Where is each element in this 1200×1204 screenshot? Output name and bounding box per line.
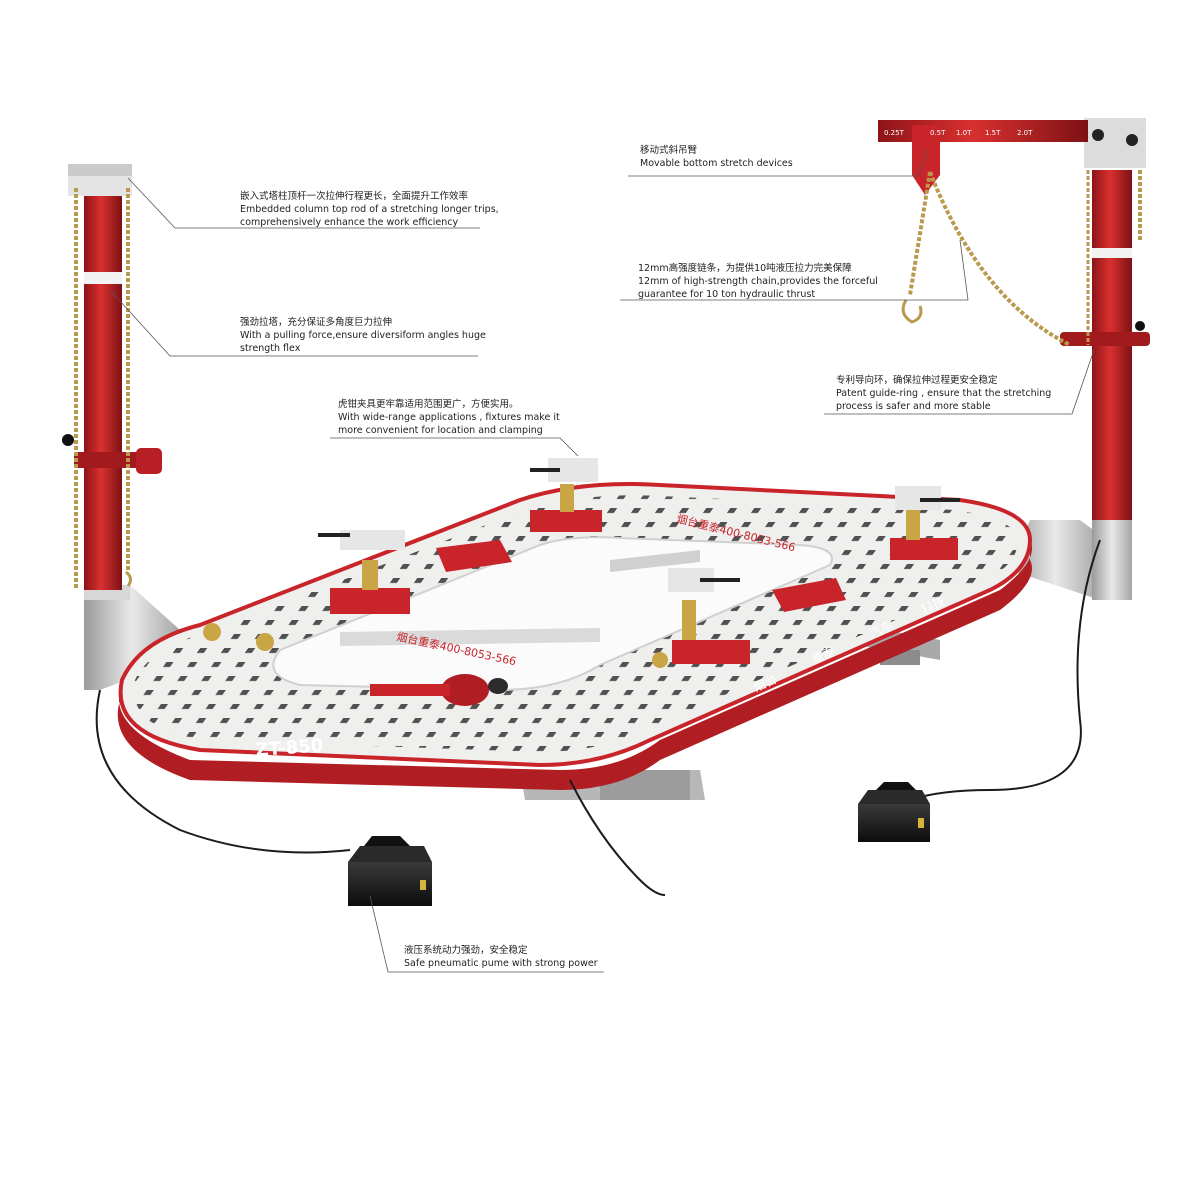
callout-chain: 12mm高强度链条，为提供10吨液压拉力完美保障 12mm of high-st… <box>638 262 878 301</box>
callout-chain-en: 12mm of high-strength chain,provides the… <box>638 276 878 300</box>
callout-movable-arm: 移动式斜吊臂 Movable bottom stretch devices <box>640 144 840 170</box>
callout-column-top-en: Embedded column top rod of a stretching … <box>240 204 499 228</box>
arm-scale-4: 1.5T <box>985 129 1001 137</box>
right-pulling-tower <box>878 118 1150 600</box>
callout-pump: 液压系统动力强劲，安全稳定 Safe pneumatic pume with s… <box>404 944 624 970</box>
callout-fixtures-en: With wide-range applications , fixtures … <box>338 412 560 436</box>
callout-column-top-cn: 嵌入式塔柱顶杆一次拉伸行程更长，全面提升工作效率 <box>240 191 469 202</box>
arm-scale-1: 0.25T <box>884 129 905 137</box>
callout-guide-ring: 专利导向环，确保拉伸过程更安全稳定 Patent guide-ring , en… <box>836 374 1076 413</box>
arm-scale-5: 2.0T <box>1017 129 1033 137</box>
callout-pulling-tower-cn: 强劲拉塔，充分保证多角度巨力拉伸 <box>240 317 393 328</box>
leader-lines <box>109 149 1095 973</box>
model-label: ZT-850 <box>255 735 324 761</box>
callout-pump-en: Safe pneumatic pume with strong power <box>404 958 598 969</box>
pump-left <box>348 836 432 906</box>
callout-pump-cn: 液压系统动力强劲，安全稳定 <box>404 945 528 956</box>
callout-chain-cn: 12mm高强度链条，为提供10吨液压拉力完美保障 <box>638 263 852 274</box>
callout-fixtures: 虎钳夹具更牢靠适用范围更广，方便实用。 With wide-range appl… <box>338 398 568 437</box>
callout-guide-ring-en: Patent guide-ring , ensure that the stre… <box>836 388 1052 412</box>
callout-movable-arm-cn: 移动式斜吊臂 <box>640 145 698 156</box>
arm-scale-2: 0.5T <box>930 129 946 137</box>
callout-pulling-tower: 强劲拉塔，充分保证多角度巨力拉伸 With a pulling force,en… <box>240 316 490 355</box>
callout-column-top: 嵌入式塔柱顶杆一次拉伸行程更长，全面提升工作效率 Embedded column… <box>240 190 500 229</box>
left-pulling-tower <box>62 164 180 690</box>
callout-fixtures-cn: 虎钳夹具更牢靠适用范围更广，方便实用。 <box>338 399 519 410</box>
hydraulic-hoses <box>95 539 1101 896</box>
callout-pulling-tower-en: With a pulling force,ensure diversiform … <box>240 330 486 354</box>
arm-scale-3: 1.0T <box>956 129 972 137</box>
callout-movable-arm-en: Movable bottom stretch devices <box>640 158 793 169</box>
pump-right <box>858 782 930 842</box>
callout-guide-ring-cn: 专利导向环，确保拉伸过程更安全稳定 <box>836 375 998 386</box>
clamp-fixtures <box>203 458 960 706</box>
bench-platform <box>117 482 1033 790</box>
